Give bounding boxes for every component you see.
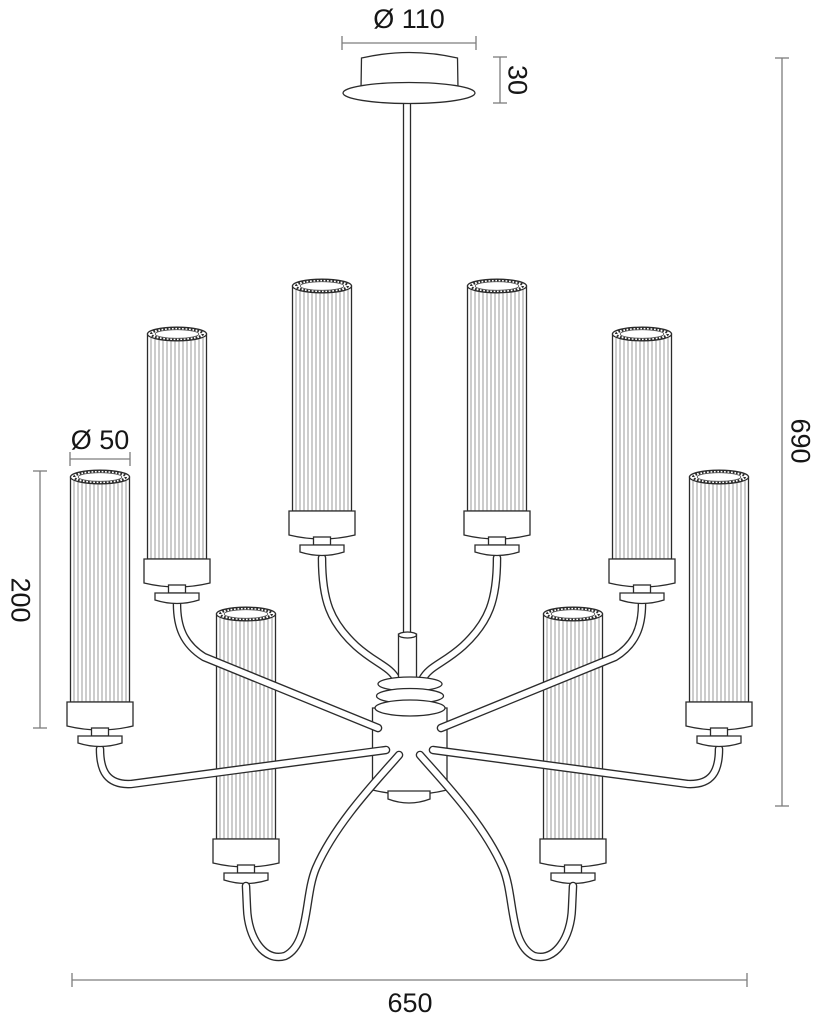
- center-hub: [371, 631, 448, 804]
- arm-outer-right: [428, 744, 724, 789]
- dimension-shade-height: 200: [6, 470, 47, 729]
- shade-lower-left: [211, 606, 281, 885]
- arm-center-left: [317, 553, 402, 685]
- dimension-shade-diameter: Ø 50: [69, 425, 131, 466]
- ceiling-canopy: [342, 51, 476, 105]
- hub-bottom-cap: [387, 790, 431, 804]
- arm-lower-left: [241, 750, 404, 962]
- arm-center-right: [417, 553, 502, 685]
- dim-label-overall-width: 650: [387, 988, 432, 1018]
- dimension-canopy-height: 30: [493, 56, 533, 104]
- shade-lower-right: [538, 606, 608, 885]
- shade-center-right: [462, 278, 532, 557]
- dim-label-shade-height: 200: [6, 577, 36, 622]
- central-rod: [402, 89, 412, 636]
- shade-outer-left: [65, 469, 135, 748]
- dimension-overall-height: 690: [775, 57, 816, 807]
- dimension-canopy-diameter: Ø 110: [341, 4, 477, 50]
- shade-outer-right: [684, 469, 754, 748]
- shade-center-left: [287, 278, 357, 557]
- dim-label-canopy-height: 30: [503, 65, 533, 95]
- dimension-overall-width: 650: [71, 973, 748, 1018]
- shade-second-left: [142, 326, 212, 605]
- arm-second-left: [172, 599, 383, 733]
- canopy-cup: [360, 51, 459, 90]
- hub-ring: [374, 699, 446, 717]
- arm-lower-right: [415, 750, 578, 962]
- arm-second-right: [436, 599, 647, 733]
- arm-outer-left: [95, 744, 391, 789]
- dim-label-overall-height: 690: [786, 418, 816, 463]
- shade-second-right: [607, 326, 677, 605]
- dim-label-shade-diameter: Ø 50: [71, 425, 130, 455]
- dim-label-canopy-diameter: Ø 110: [373, 4, 445, 34]
- canopy-plate: [342, 81, 476, 105]
